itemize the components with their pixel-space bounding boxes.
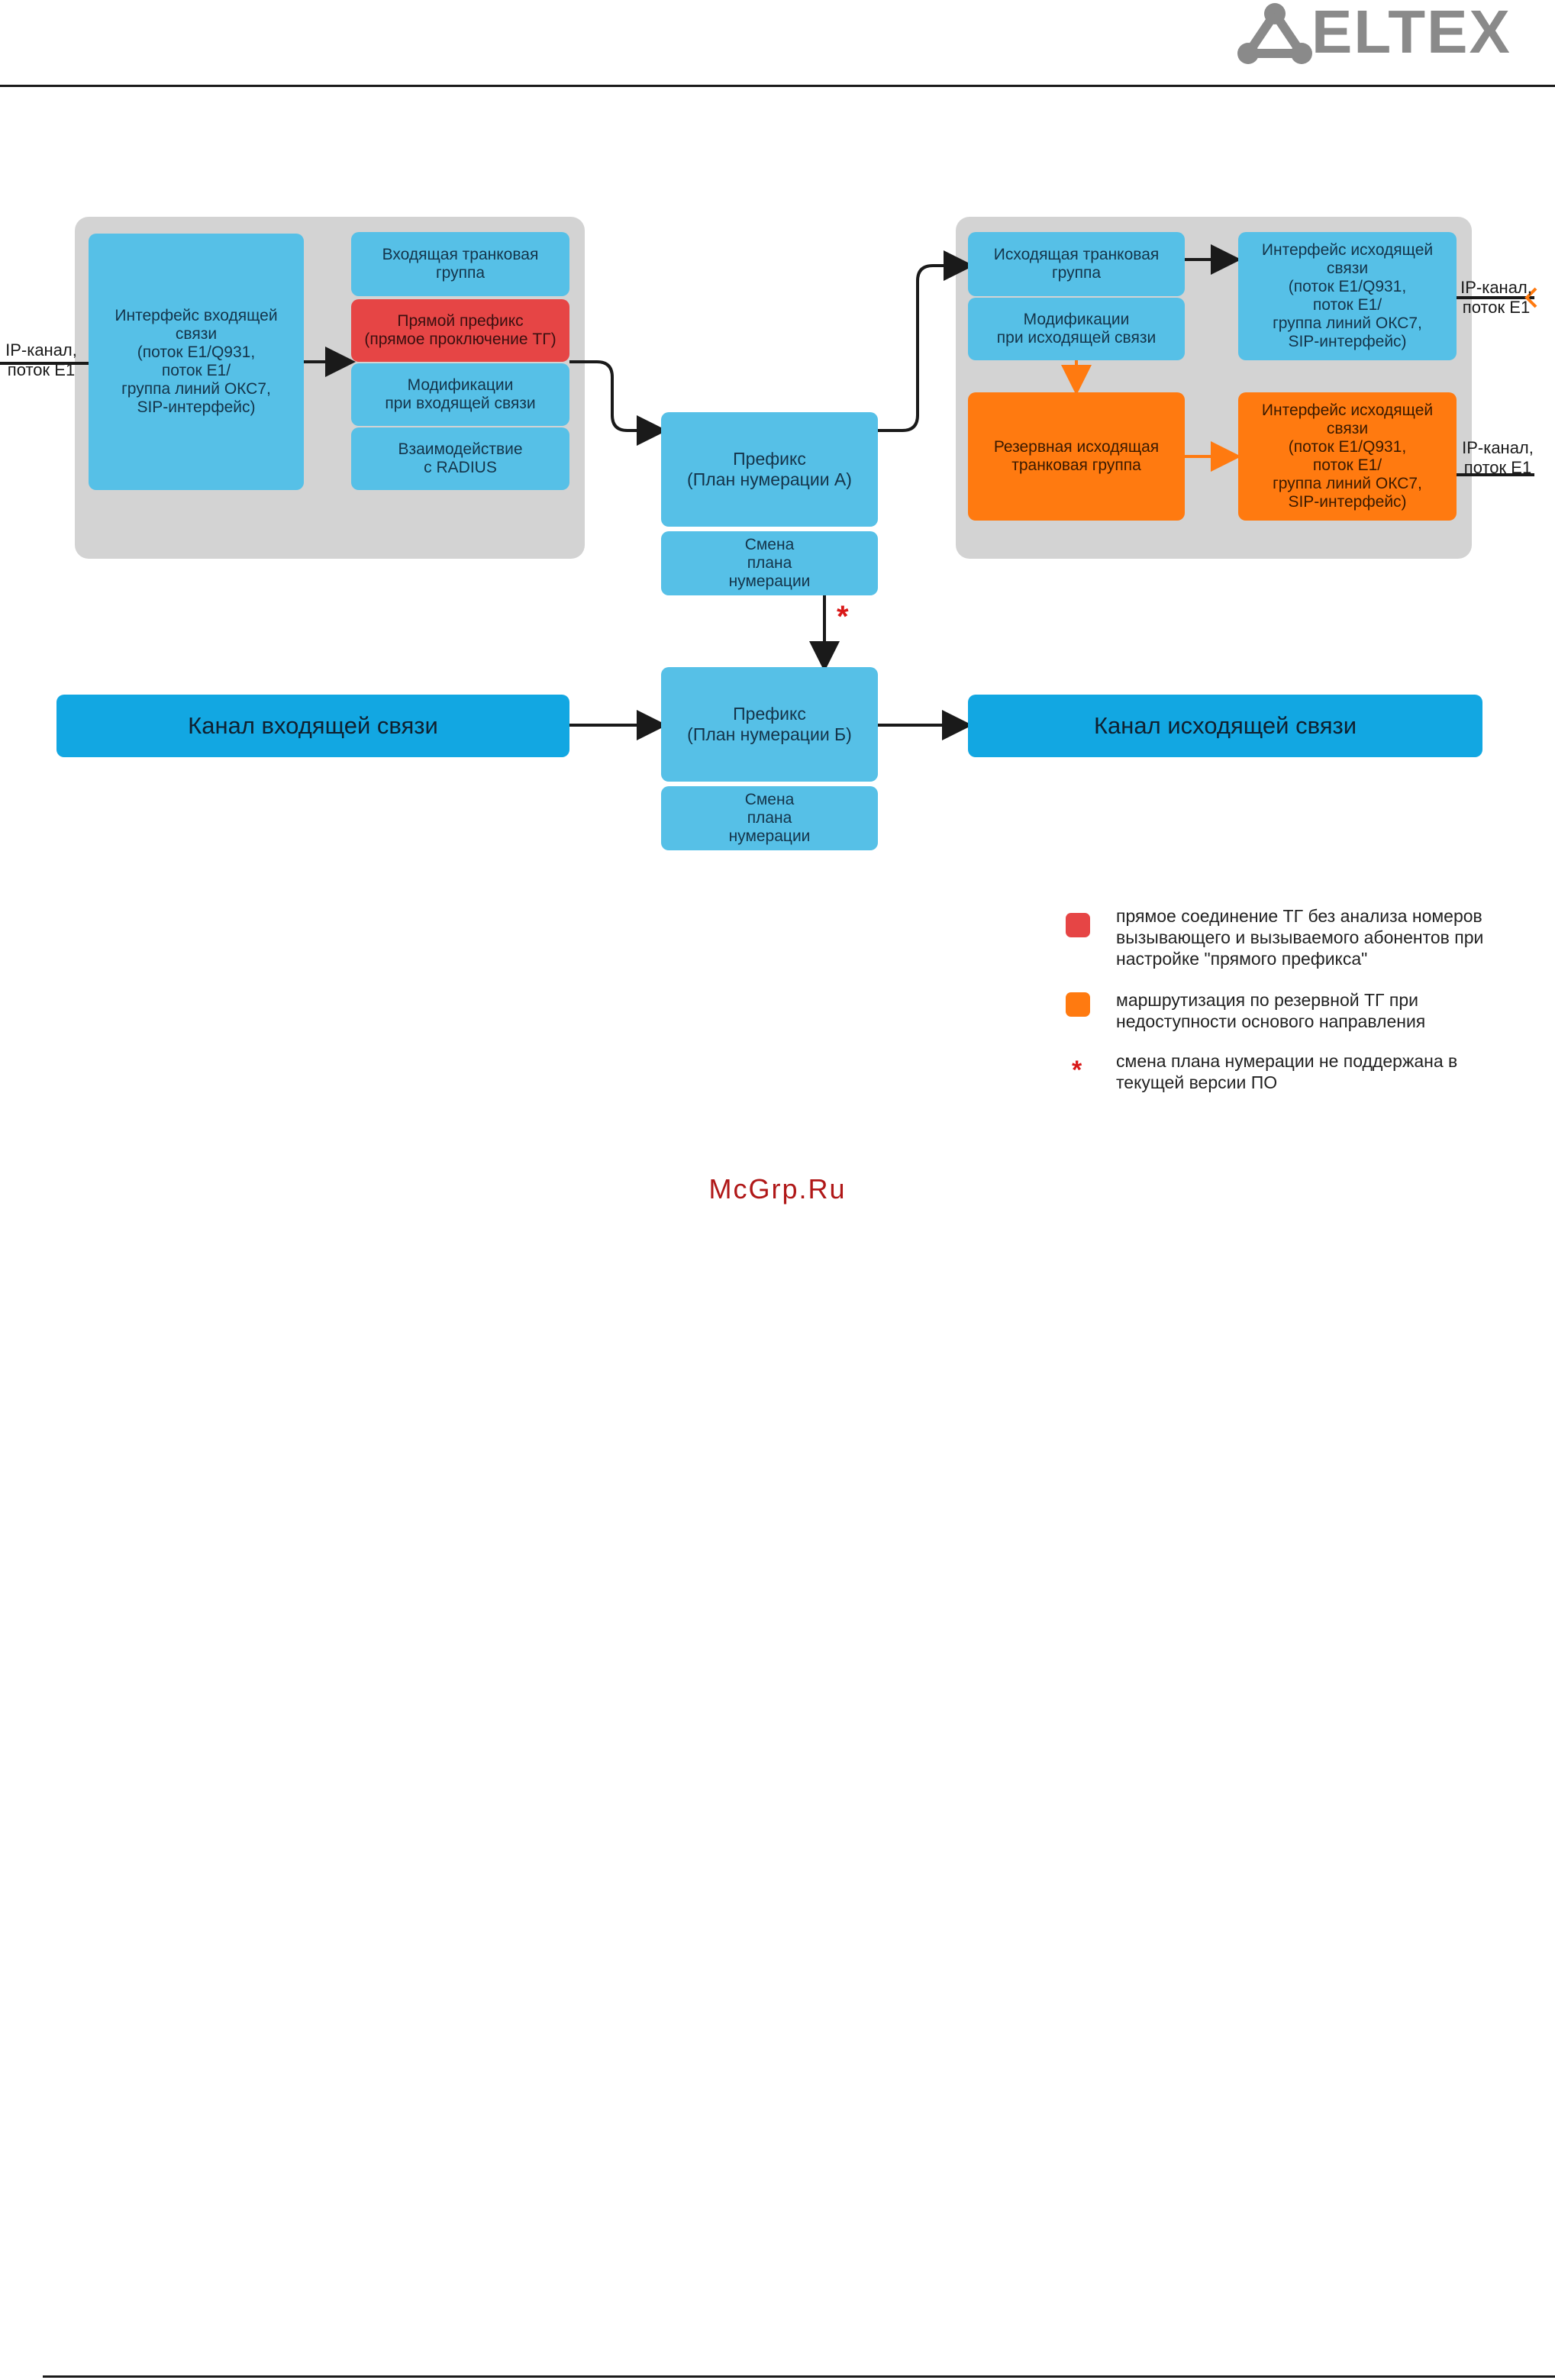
- header-rule: [0, 85, 1555, 87]
- legend-orange-swatch: [1066, 992, 1090, 1017]
- unsupported-star: *: [837, 600, 849, 634]
- eltex-logo: [1233, 0, 1531, 69]
- legend-red-swatch: [1066, 913, 1090, 937]
- direct-prefix-box: Прямой префикс (прямое проключение ТГ): [351, 299, 569, 362]
- ip-channel-in-label: IP-канал, поток E1: [5, 340, 77, 379]
- change-plan-a-box: Смена плана нумерации: [661, 531, 878, 595]
- outgoing-channel-bar: Канал исходящей связи: [968, 695, 1482, 757]
- legend-orange-text: маршрутизация по резервной ТГ при недост…: [1116, 990, 1426, 1031]
- line-prefix-a-to-outgoing-tg: [878, 250, 974, 432]
- eltex-logo-text: ELTEX: [1311, 0, 1511, 66]
- connector-lines: [0, 244, 1537, 740]
- incoming-modifications-box: Модификации при входящей связи: [351, 363, 569, 426]
- reserve-trunk-group-box: Резервная исходящая транковая группа: [968, 392, 1185, 521]
- outgoing-interface-box-1: Интерфейс исходящей связи (поток E1/Q931…: [1238, 232, 1457, 360]
- outgoing-interface-box-2: Интерфейс исходящей связи (поток E1/Q931…: [1238, 392, 1457, 521]
- eltex-logo-icon: [1237, 3, 1312, 64]
- ip-channel-out-label-2: IP-канал, поток E1: [1462, 438, 1534, 477]
- legend-star-text: смена плана нумерации не поддержана в те…: [1116, 1051, 1458, 1092]
- footer-rule: [43, 2375, 1555, 2378]
- line-direct-to-prefix-a: [569, 360, 667, 446]
- prefix-b-box: Префикс (План нумерации Б): [661, 667, 878, 782]
- incoming-interface-box: Интерфейс входящей связи (поток E1/Q931,…: [89, 234, 304, 490]
- radius-box: Взаимодействие с RADIUS: [351, 427, 569, 490]
- prefix-a-box: Префикс (План нумерации А): [661, 412, 878, 527]
- legend-red-text: прямое соединение ТГ без анализа номеров…: [1116, 906, 1484, 969]
- outgoing-trunk-group-box: Исходящая транковая группа: [968, 232, 1185, 296]
- ip-out-tick: [1524, 287, 1537, 308]
- ip-channel-out-label-1: IP-канал, поток E1: [1460, 278, 1532, 317]
- change-plan-b-box: Смена плана нумерации: [661, 786, 878, 850]
- incoming-channel-bar: Канал входящей связи: [56, 695, 569, 757]
- legend-star: *: [1072, 1056, 1082, 1085]
- outgoing-modifications-box: Модификации при исходящей связи: [968, 298, 1185, 360]
- incoming-trunk-group-box: Входящая транковая группа: [351, 232, 569, 296]
- watermark: McGrp.Ru: [708, 1173, 847, 1205]
